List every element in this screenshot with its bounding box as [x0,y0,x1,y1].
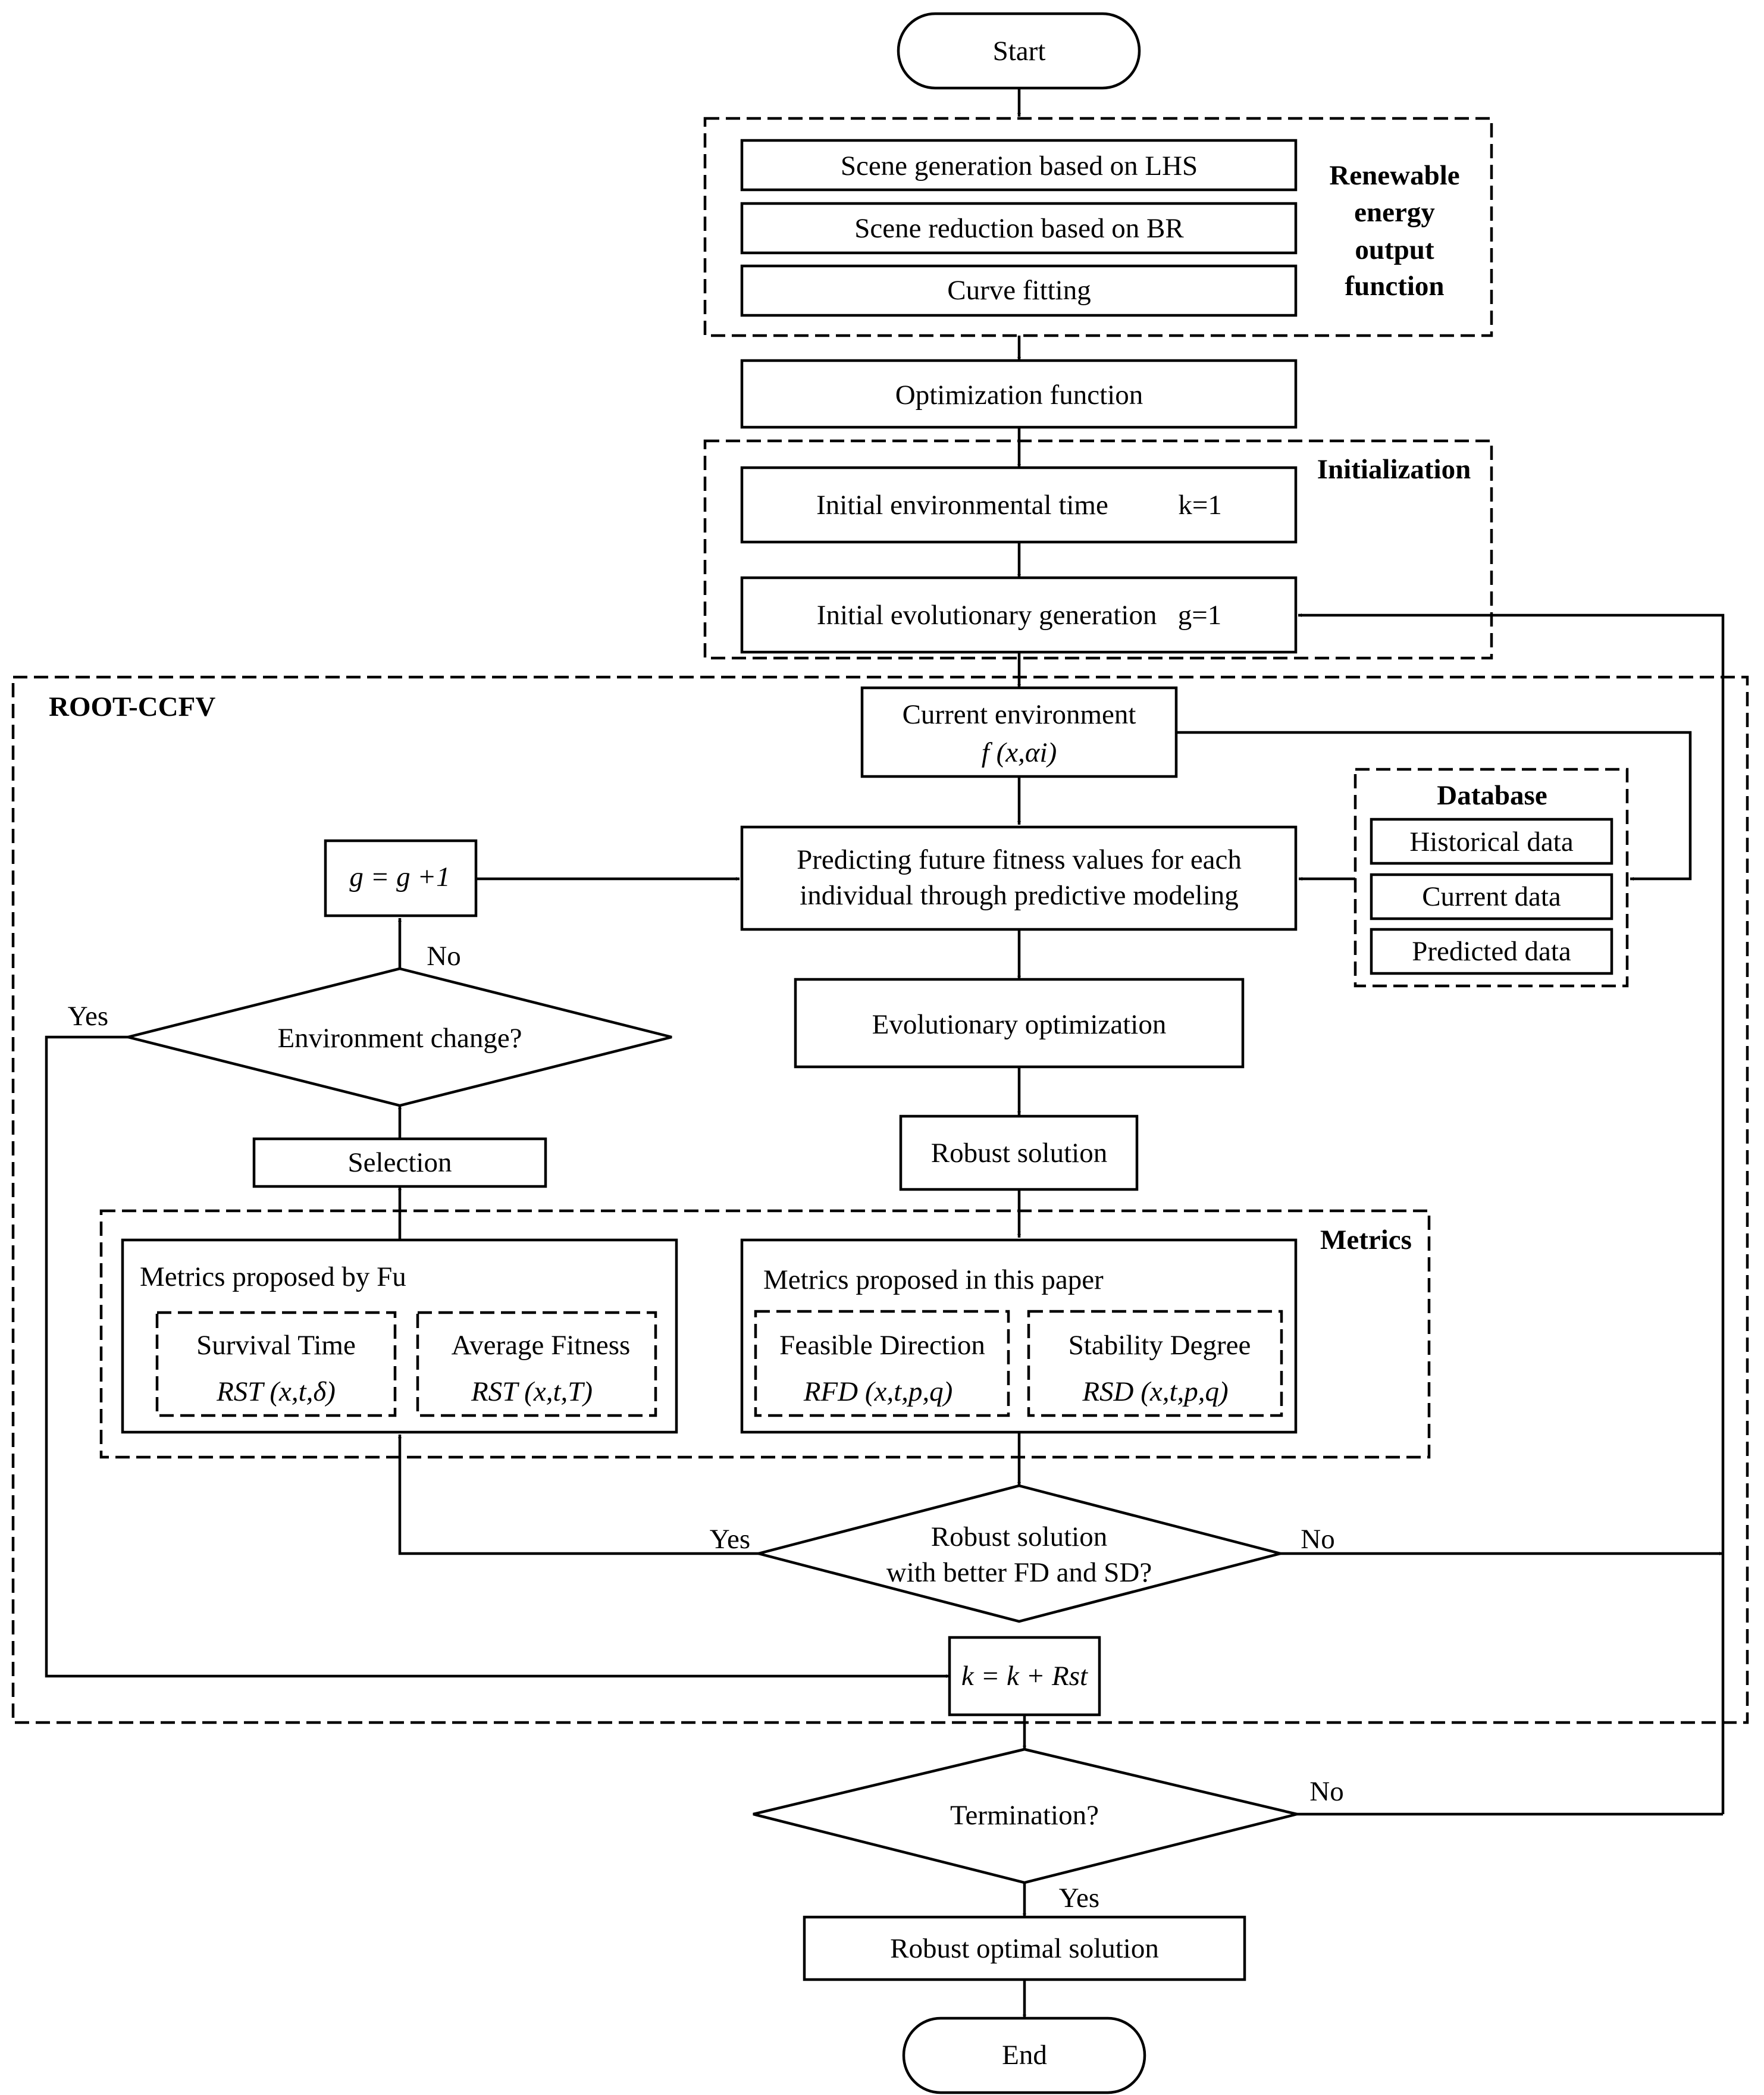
initialization-group [703,439,1493,660]
edge-label-no-robust: No [1301,1524,1334,1555]
robust-optimal-box [803,1915,1246,1981]
env-change-label: Environment change? [277,1023,522,1054]
evo-opt-box [794,978,1245,1069]
robust-better-label-2: with better FD and SD? [886,1557,1152,1588]
g-update-label: g = g +1 [349,862,450,893]
br-box [740,202,1298,255]
renewable-group [703,117,1493,337]
renewable-label-2: energy [1354,197,1435,228]
historical-data-label: Historical data [1409,826,1574,857]
edge-loop-gen [1298,613,1725,1814]
root-ccfv-label: ROOT-CCFV [49,691,215,722]
initial-env-time-box [740,466,1298,544]
edge-yes-fu [398,1435,759,1555]
termination-decision [753,1748,1298,1884]
curve-box [740,264,1298,317]
predicted-data-box [1370,928,1613,975]
metrics-group [99,1209,1431,1459]
end-label: End [1002,2040,1047,2071]
curve-label: Curve fitting [947,275,1091,306]
renewable-label-3: output [1355,234,1434,265]
edge-label-yes-robust: Yes [710,1524,750,1555]
robust-solution-label: Robust solution [931,1138,1107,1169]
metrics-fu-label: Metrics proposed by Fu [140,1261,406,1292]
predicted-data-label: Predicted data [1412,936,1571,967]
optimization-function-label: Optimization function [895,380,1143,411]
current-data-label: Current data [1422,881,1561,912]
evo-opt-label: Evolutionary optimization [872,1009,1167,1040]
initialization-label: Initialization [1317,454,1471,485]
br-label: Scene reduction based on BR [854,213,1184,244]
database-label: Database [1437,780,1547,811]
average-fitness-group [416,1311,657,1417]
initial-evo-gen-box [740,576,1298,654]
edge-label-no-env: No [427,941,460,972]
survival-time-formula: RST (x,t,δ) [216,1376,336,1407]
g-update-box [324,839,478,917]
feasible-direction-label: Feasible Direction [779,1330,985,1361]
k-update-box [948,1636,1101,1717]
robust-solution-box [899,1114,1139,1191]
robust-optimal-label: Robust optimal solution [890,1933,1159,1964]
edge-env-database [1176,731,1692,881]
root-ccfv-group [11,675,1749,1724]
edge-label-yes-env: Yes [68,1001,108,1032]
lhs-box [740,139,1298,192]
current-env-formula: f (x,αi) [982,737,1057,768]
metrics-fu-box [121,1238,678,1434]
stability-degree-group [1027,1310,1283,1417]
historical-data-box [1370,818,1613,865]
predicting-label-2: individual through predictive modeling [800,880,1239,911]
average-fitness-label: Average Fitness [452,1330,631,1361]
metrics-label: Metrics [1320,1225,1412,1255]
termination-label: Termination? [950,1800,1099,1831]
start-label: Start [993,36,1046,67]
metrics-paper-box [740,1238,1298,1434]
lhs-label: Scene generation based on LHS [841,151,1198,181]
start-terminal [897,12,1141,90]
initial-evo-gen-label: Initial evolutionary generation g=1 [817,600,1221,631]
edge-envchange-k [45,1035,950,1678]
edge-label-no-term: No [1309,1776,1343,1807]
database-group [1353,768,1629,988]
optimization-function-box [740,359,1298,429]
average-fitness-formula: RST (x,t,T) [471,1376,593,1407]
robust-better-decision [753,1484,1286,1623]
metrics-paper-label: Metrics proposed in this paper [763,1264,1104,1295]
predicting-box [740,825,1298,931]
env-change-decision [127,967,672,1107]
survival-time-group [155,1311,397,1417]
predicting-label-1: Predicting future fitness values for eac… [797,844,1242,875]
current-env-box [860,686,1178,778]
robust-better-label-1: Robust solution [931,1521,1107,1552]
feasible-direction-group [754,1310,1010,1417]
end-terminal [902,2016,1146,2094]
stability-degree-formula: RSD (x,t,p,q) [1082,1376,1228,1407]
feasible-direction-formula: RFD (x,t,p,q) [803,1376,953,1407]
current-env-label: Current environment [903,699,1136,730]
renewable-label-4: function [1345,271,1444,302]
stability-degree-label: Stability Degree [1069,1330,1251,1361]
current-data-box [1370,873,1613,920]
selection-label: Selection [348,1147,452,1178]
selection-box [252,1137,547,1188]
edge-label-yes-term: Yes [1059,1883,1099,1914]
initial-env-time-label: Initial environmental time k=1 [816,490,1222,521]
survival-time-label: Survival Time [196,1330,356,1361]
k-update-label: k = k + Rst [961,1661,1088,1692]
renewable-label-1: Renewable [1329,160,1459,191]
